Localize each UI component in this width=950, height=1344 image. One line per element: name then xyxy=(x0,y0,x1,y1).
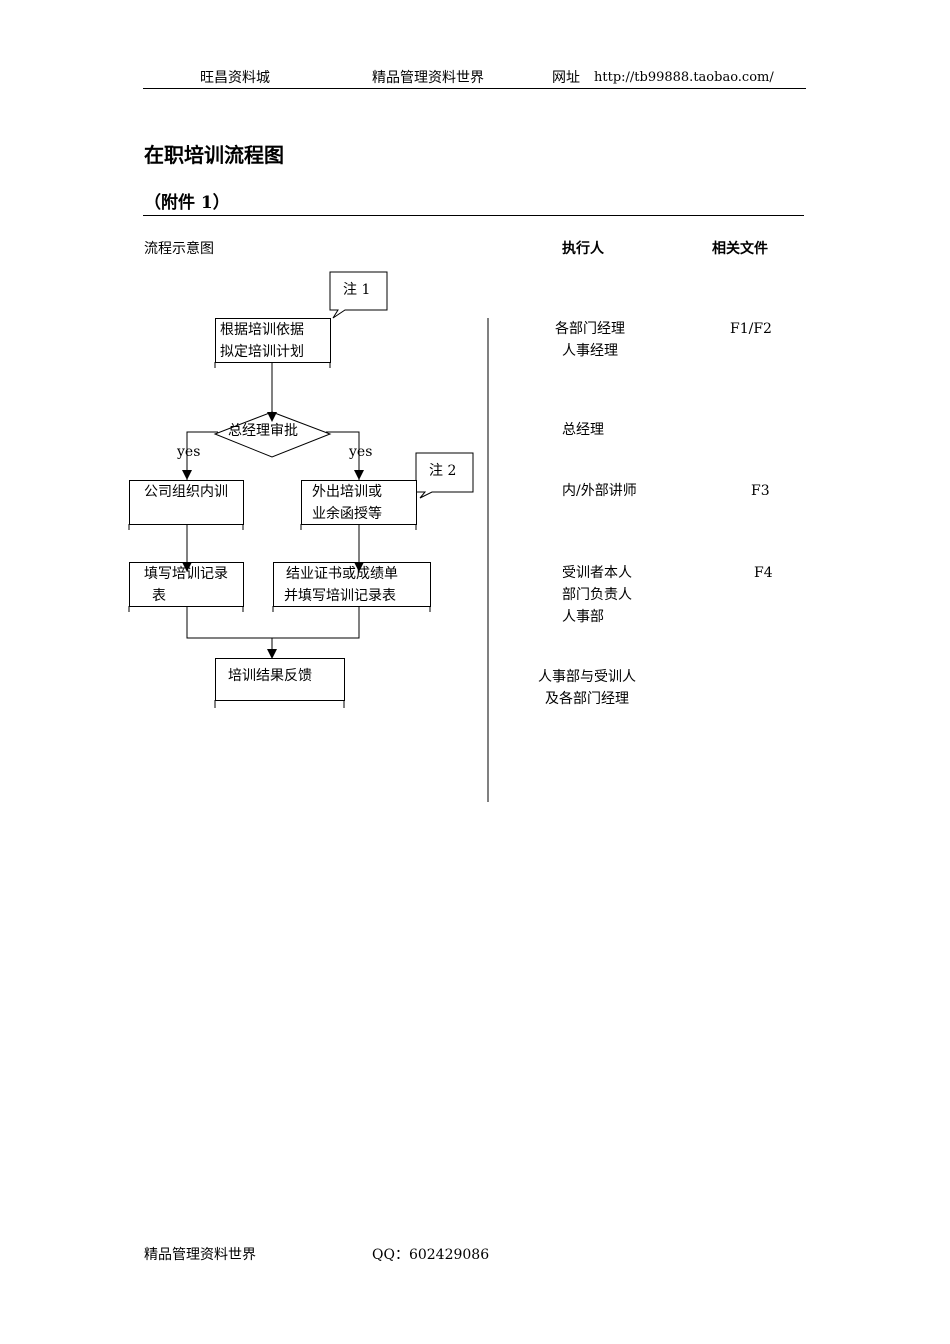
step-plan-line1: 根据培训依据 xyxy=(220,322,304,338)
executor: 各部门经理 xyxy=(555,321,625,337)
yes-left: yes xyxy=(177,444,201,460)
executor-row-1: 各部门经理人事经理 xyxy=(555,318,625,362)
header-url: http://tb99888.taobao.com/ xyxy=(594,70,774,85)
doc-row-1: F1/F2 xyxy=(730,321,772,337)
step-record-left: 填写培训记录 表 xyxy=(129,562,244,607)
step-plan: 根据培训依据 拟定培训计划 xyxy=(215,318,331,363)
title-rule xyxy=(143,215,804,216)
col-flow: 流程示意图 xyxy=(144,241,214,257)
executor: 人事部 xyxy=(562,609,604,625)
col-executor: 执行人 xyxy=(562,241,604,257)
executor-row-3: 内/外部讲师 xyxy=(562,483,637,499)
subtitle: （附件 1） xyxy=(144,193,230,213)
step-feedback: 培训结果反馈 xyxy=(215,658,345,701)
decision-label: 总经理审批 xyxy=(228,423,298,439)
executor: 人事经理 xyxy=(562,343,618,359)
header-url-label: 网址 xyxy=(552,70,580,86)
executor: 受训者本人 xyxy=(562,565,632,581)
doc-row-4: F4 xyxy=(754,565,773,581)
page-title: 在职培训流程图 xyxy=(144,143,284,167)
col-docs: 相关文件 xyxy=(712,241,768,257)
step-internal: 公司组织内训 xyxy=(129,480,244,525)
footer-left: 精品管理资料世界 xyxy=(144,1247,256,1263)
step-plan-line2: 拟定培训计划 xyxy=(220,344,304,360)
header-left: 旺昌资料城 xyxy=(200,70,270,86)
step-external: 外出培训或 业余函授等 xyxy=(301,480,417,525)
footer-qq: QQ：602429086 xyxy=(372,1247,490,1263)
step-external-line1: 外出培训或 xyxy=(312,484,382,500)
step-record-right: 结业证书或成绩单 并填写培训记录表 xyxy=(273,562,431,607)
header-center: 精品管理资料世界 xyxy=(372,70,484,86)
doc-row-3: F3 xyxy=(751,483,770,499)
note-2: 注 2 xyxy=(429,463,457,479)
step-record-right-line1: 结业证书或成绩单 xyxy=(286,566,398,582)
executor-row-4: 受训者本人部门负责人人事部 xyxy=(562,562,632,628)
step-record-left-line1: 填写培训记录 xyxy=(144,566,228,582)
step-feedback-text: 培训结果反馈 xyxy=(228,668,312,684)
step-record-right-line2: 并填写培训记录表 xyxy=(284,588,396,604)
executor-row-2: 总经理 xyxy=(562,422,604,438)
note-1: 注 1 xyxy=(343,282,371,298)
executor: 及各部门经理 xyxy=(545,691,629,707)
yes-right: yes xyxy=(349,444,373,460)
step-external-line2: 业余函授等 xyxy=(312,506,382,522)
executor: 部门负责人 xyxy=(562,587,632,603)
header-rule xyxy=(143,88,806,89)
step-record-left-line2: 表 xyxy=(152,588,166,604)
executor-row-5: 人事部与受训人及各部门经理 xyxy=(538,666,636,710)
executor: 人事部与受训人 xyxy=(538,669,636,685)
step-internal-text: 公司组织内训 xyxy=(144,484,228,500)
